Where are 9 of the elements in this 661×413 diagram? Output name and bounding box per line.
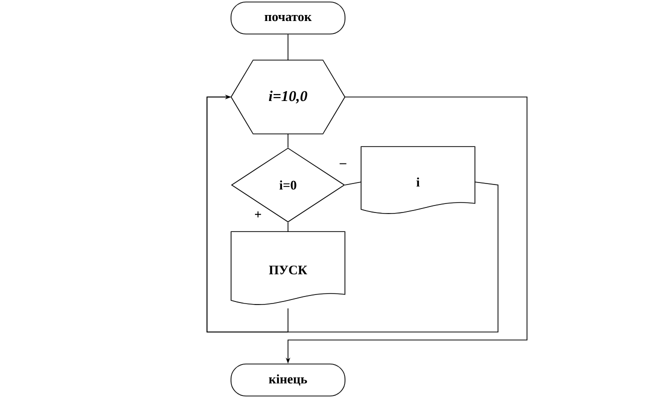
end-terminal: кінець: [230, 364, 346, 396]
output-document: i: [360, 146, 476, 214]
connector: [206, 94, 498, 332]
edge-label: –: [338, 162, 348, 168]
connector: [344, 182, 362, 186]
start-terminal: початок: [230, 2, 346, 34]
output-document: ПУСК: [230, 231, 346, 305]
edge-label: +: [253, 210, 263, 220]
loop-hexagon: i=10,0: [230, 60, 346, 134]
